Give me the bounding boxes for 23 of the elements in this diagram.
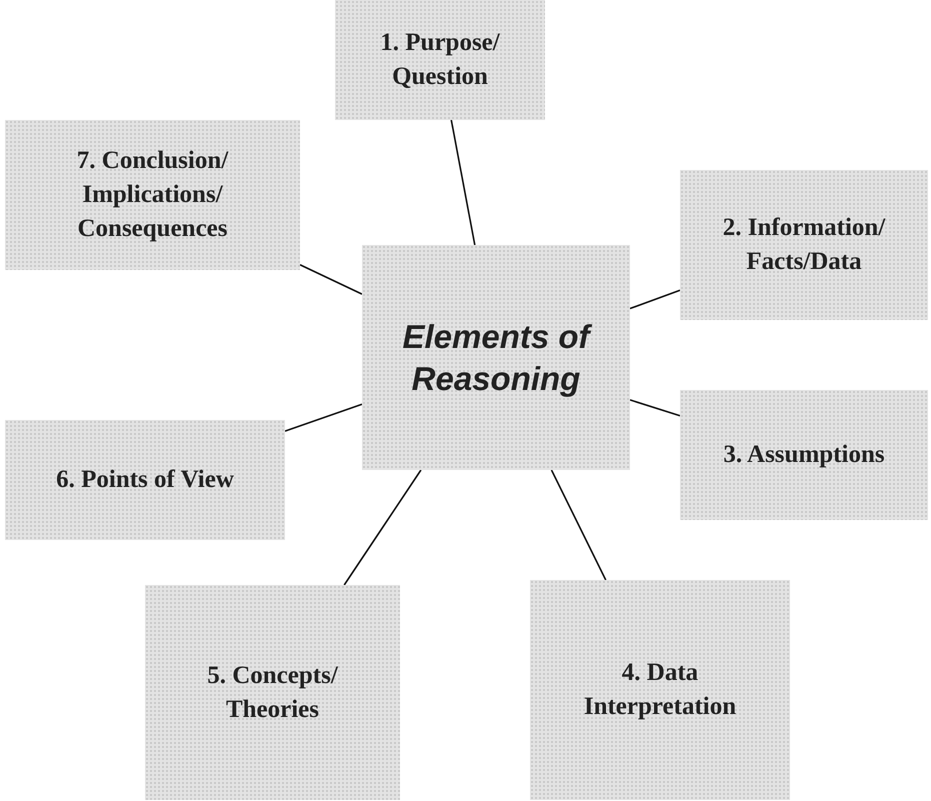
element-label: 7. Conclusion/ Implications/ Consequences <box>76 146 230 244</box>
element-box <box>680 170 928 320</box>
connector-line <box>450 120 476 246</box>
center-title: Elements of Reasoning <box>386 316 606 399</box>
central-box <box>362 245 630 470</box>
element-box <box>5 120 300 270</box>
element-label: 4. Data Interpretation <box>582 658 738 722</box>
connector-line <box>284 404 362 432</box>
element-box <box>5 420 285 540</box>
connector-line <box>630 399 680 416</box>
element-box <box>145 585 400 800</box>
element-box <box>680 390 928 520</box>
element-label: 1. Purpose/ Question <box>379 28 501 92</box>
element-label: 2. Information/ Facts/Data <box>722 213 886 277</box>
connector-line <box>344 470 422 586</box>
connector-line <box>300 264 362 295</box>
element-label: 6. Points of View <box>56 465 234 496</box>
element-box <box>335 0 545 120</box>
connector-line <box>550 470 606 580</box>
element-box <box>530 580 790 800</box>
element-label: 5. Concepts/ Theories <box>206 660 339 724</box>
element-label: 3. Assumptions <box>723 440 885 470</box>
connector-line <box>630 290 680 310</box>
